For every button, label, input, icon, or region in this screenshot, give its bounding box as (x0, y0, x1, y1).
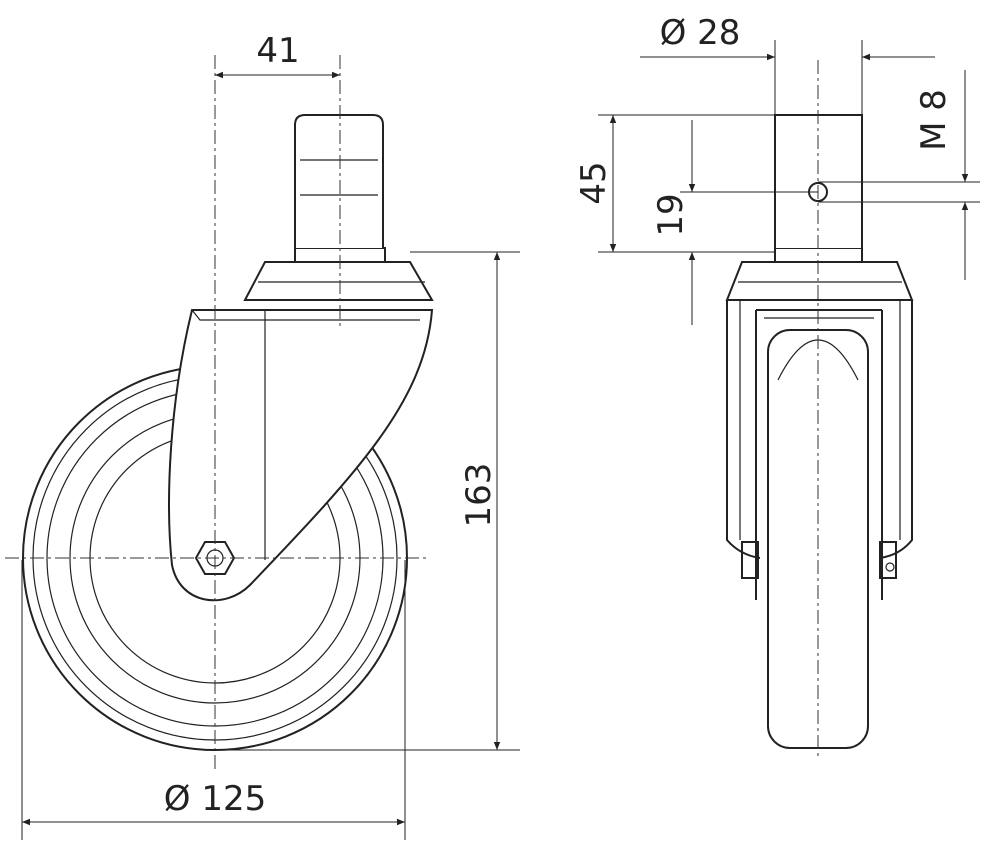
dim-45: 45 (574, 161, 614, 204)
top-plate (243, 261, 434, 301)
fork (168, 309, 434, 602)
dim-41: 41 (256, 31, 299, 71)
dim-19: 19 (651, 193, 691, 236)
front-view: Ø 28 M 8 45 19 (574, 13, 980, 760)
dim-diameter-125: Ø 125 (164, 779, 266, 819)
dim-163: 163 (459, 463, 499, 528)
dim-diameter-28: Ø 28 (660, 13, 741, 53)
side-view: 41 163 Ø 125 (5, 31, 520, 840)
dim-m8: M 8 (914, 89, 954, 151)
stem (294, 114, 384, 248)
